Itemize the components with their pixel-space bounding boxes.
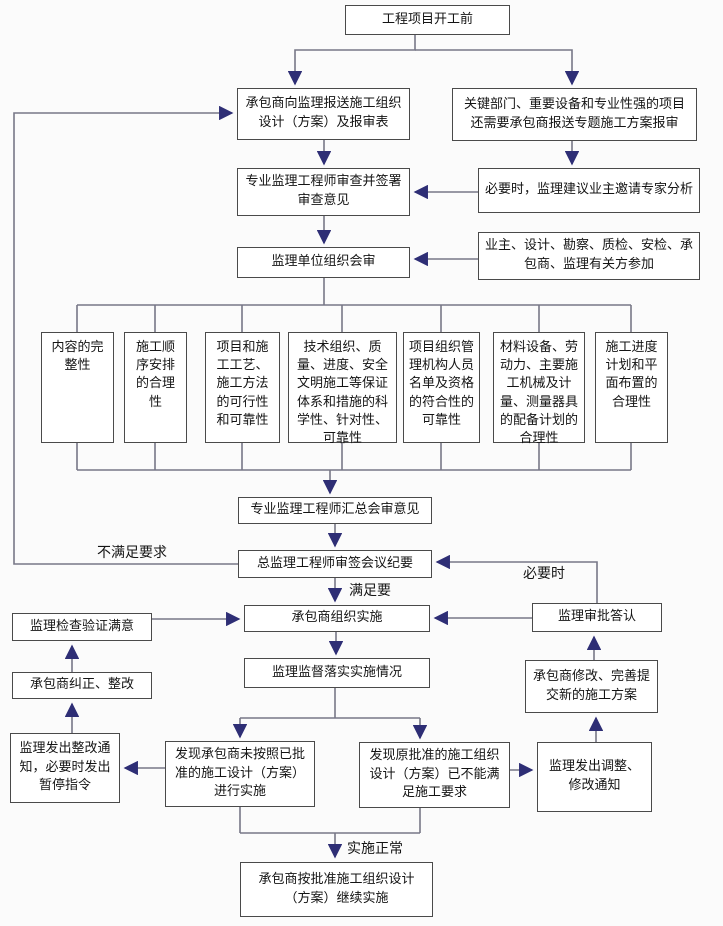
edge-chief-to-submit-feedback [13,105,238,565]
node-supervise-implementation: 监理监督落实实施情况 [244,658,430,688]
node-criteria-resources: 材料设备、劳动力、主要施工机械及计量、测量器具的配备计划的合理性 [493,332,585,446]
node-joint-review: 监理单位组织会审 [237,247,410,278]
node-found-plan-inadequate: 发现原批准的施工组织设计（方案）已不能满足施工要求 [359,742,510,808]
node-participating-parties: 业主、设计、勘察、质检、安检、承包商、监理有关方参加 [478,232,700,280]
node-criteria-schedule: 施工进度计划和平面布置的合理性 [595,332,668,443]
node-check-verified: 监理检查验证满意 [12,613,152,641]
edge-label-when-necessary: 必要时 [523,566,565,582]
node-continue-implementation: 承包商按批准施工组织设计（方案）继续实施 [240,862,433,917]
edge-start-to-special [415,49,580,86]
node-supervision-approve: 监理审批答认 [532,603,662,632]
edge-label-not-satisfied: 不满足要求 [97,545,167,561]
node-contractor-resubmit: 承包商修改、完善提交新的施工方案 [525,660,658,713]
node-found-noncompliance: 发现承包商未按照已批准的施工设计（方案）进行实施 [165,741,315,807]
node-expert-analysis: 必要时，监理建议业主邀请专家分析 [478,168,700,213]
edge-label-implementation-normal: 实施正常 [347,841,403,857]
node-contractor-implement: 承包商组织实施 [244,605,430,632]
node-criteria-completeness: 内容的完整性 [41,332,114,443]
edge-approve-to-chief-necessary [435,554,598,603]
node-contractor-correct: 承包商纠正、整改 [12,672,152,699]
node-chief-sign-minutes: 总监理工程师审签会议纪要 [238,550,432,578]
node-project-start: 工程项目开工前 [345,5,510,35]
node-criteria-sequence: 施工顺序安排的合理性 [124,332,187,443]
node-criteria-assurance: 技术组织、质量、进度、安全文明施工等保证体系和措施的科学性、针对性、可靠性 [288,332,397,446]
edge-start-to-submit [287,35,416,86]
node-adjustment-notice: 监理发出调整、修改通知 [537,742,652,812]
edge-label-satisfied: 满足要 [349,583,391,599]
node-criteria-personnel: 项目组织管理机构人员名单及资格的符合性的可靠性 [403,332,480,443]
node-opinion-summary: 专业监理工程师汇总会审意见 [238,497,432,524]
node-rectification-notice: 监理发出整改通知，必要时发出暂停指令 [10,733,120,803]
node-contractor-submit: 承包商向监理报送施工组织设计（方案）及报审表 [237,88,410,140]
node-special-plan-submit: 关键部门、重要设备和专业性强的项目还需要承包商报送专题施工方案报审 [452,88,697,141]
node-engineer-review: 专业监理工程师审查并签署审查意见 [237,168,410,216]
node-criteria-feasibility: 项目和施工工艺、施工方法的可行性和可靠性 [205,332,280,443]
